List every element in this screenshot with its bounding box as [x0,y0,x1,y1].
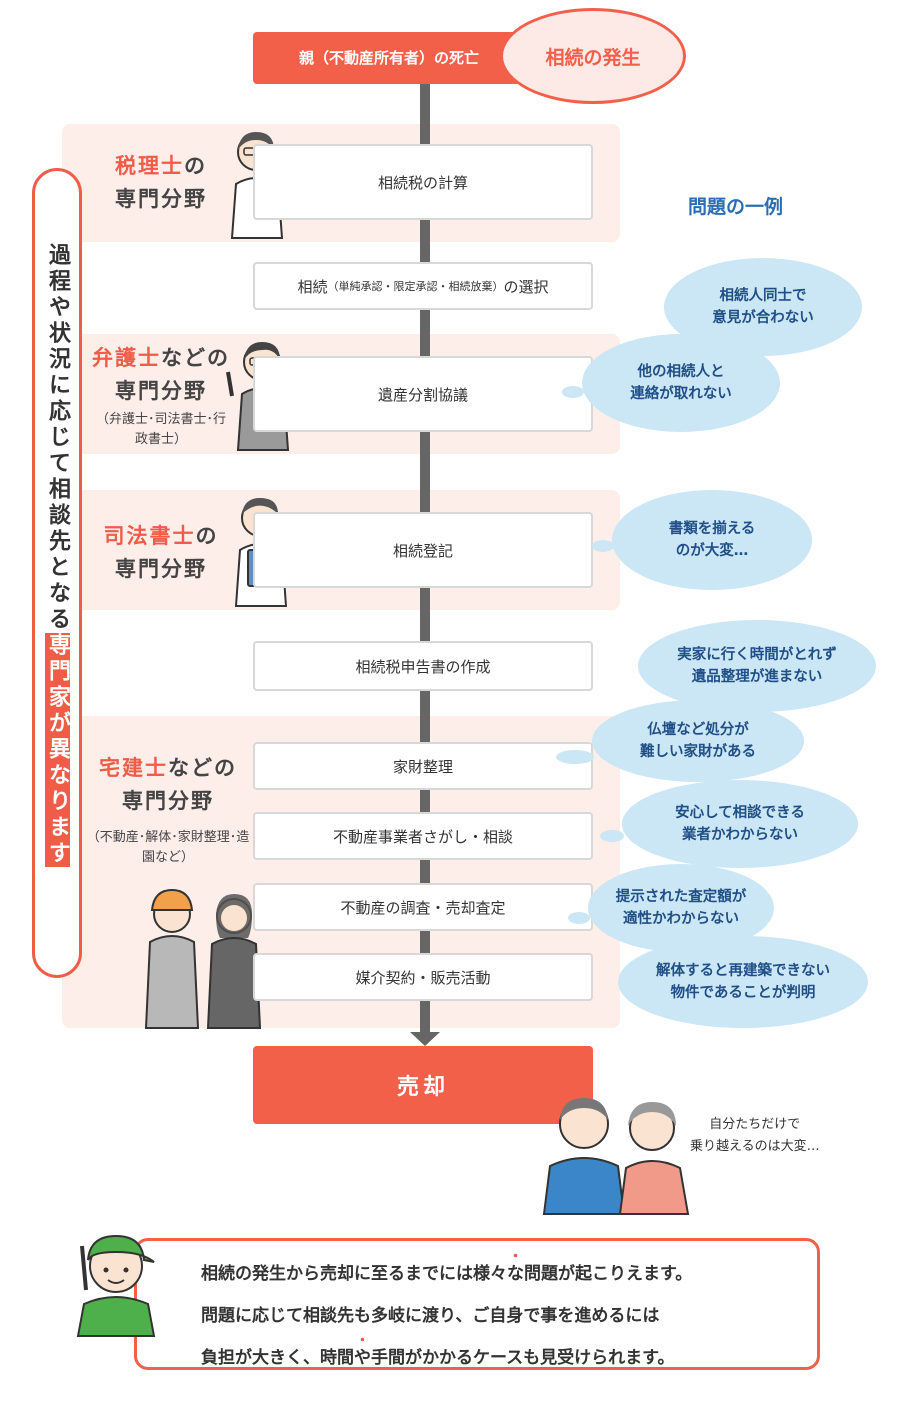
cloud-tail [592,540,614,552]
side-label-main: 過程や状況に応じて相談先となる [45,243,70,633]
section-label-lawyer: 弁護士などの 専門分野 （弁護士･司法書士･行政書士） [92,346,230,447]
step-inheritance-choice: 相続（単純承認・限定承認・相続放棄）の選択 [253,262,593,310]
realestate-staff-icon [144,888,262,1029]
step-tax-calc: 相続税の計算 [253,144,593,220]
cloud-tail [556,750,594,764]
section-label-judicial: 司法書士の 専門分野 [103,524,219,581]
cloud-tail [568,912,590,924]
step-belongings: 家財整理 [253,742,593,790]
cloud-tail [562,386,584,398]
side-label-highlight: 専門家が異なります [45,633,70,867]
step-survey: 不動産の調査・売却査定 [253,883,593,931]
section-label-tax: 税理士の 専門分野 [115,154,207,211]
staff-mascot-icon [76,1234,156,1337]
death-label: 親（不動産所有者）の死亡 [299,49,480,67]
step-brokerage: 媒介契約・販売活動 [253,953,593,1001]
problem-cloud-6: 安心して相談できる業者かわからない [622,780,858,868]
flow-arrow [410,1032,440,1046]
step-dealer-search: 不動産事業者さがし・相談 [253,812,593,860]
worried-couple-icon [542,1098,690,1215]
inheritance-event-ellipse: 相続の発生 [500,8,686,104]
emphasis-dots: 時間や手間 [320,1348,405,1368]
emphasis-dots: 様々な問題 [473,1264,558,1284]
event-label: 相続の発生 [545,46,641,69]
step-estate-division: 遺産分割協議 [253,356,593,432]
problem-cloud-7: 提示された査定額が適性かわからない [588,864,774,952]
side-label: 過程や状況に応じて相談先となる専門家が異なります [32,243,82,867]
section-label-realestate: 宅建士などの 専門分野 （不動産･解体･家財整理･造園など） [86,756,250,865]
problem-cloud-8: 解体すると再建築できない物件であることが判明 [618,936,868,1028]
cloud-tail [600,830,624,842]
problem-cloud-5: 仏壇など処分が難しい家財がある [592,700,804,782]
step-registration: 相続登記 [253,512,593,588]
step-tax-return: 相続税申告書の作成 [253,641,593,691]
problem-cloud-4: 実家に行く時間がとれず遺品整理が進まない [638,620,876,712]
problems-heading: 問題の一例 [688,196,784,218]
summary-note: 相続の発生から売却に至るまでには様々な問題が起こりえます。 問題に応じて相談先も… [134,1238,820,1370]
sell-box: 売却 [253,1046,593,1124]
problem-cloud-3: 書類を揃えるのが大変… [612,490,812,590]
problem-cloud-2: 他の相続人と連絡が取れない [582,334,780,432]
couple-comment: 自分たちだけで 乗り越えるのは大変… [690,1117,820,1154]
